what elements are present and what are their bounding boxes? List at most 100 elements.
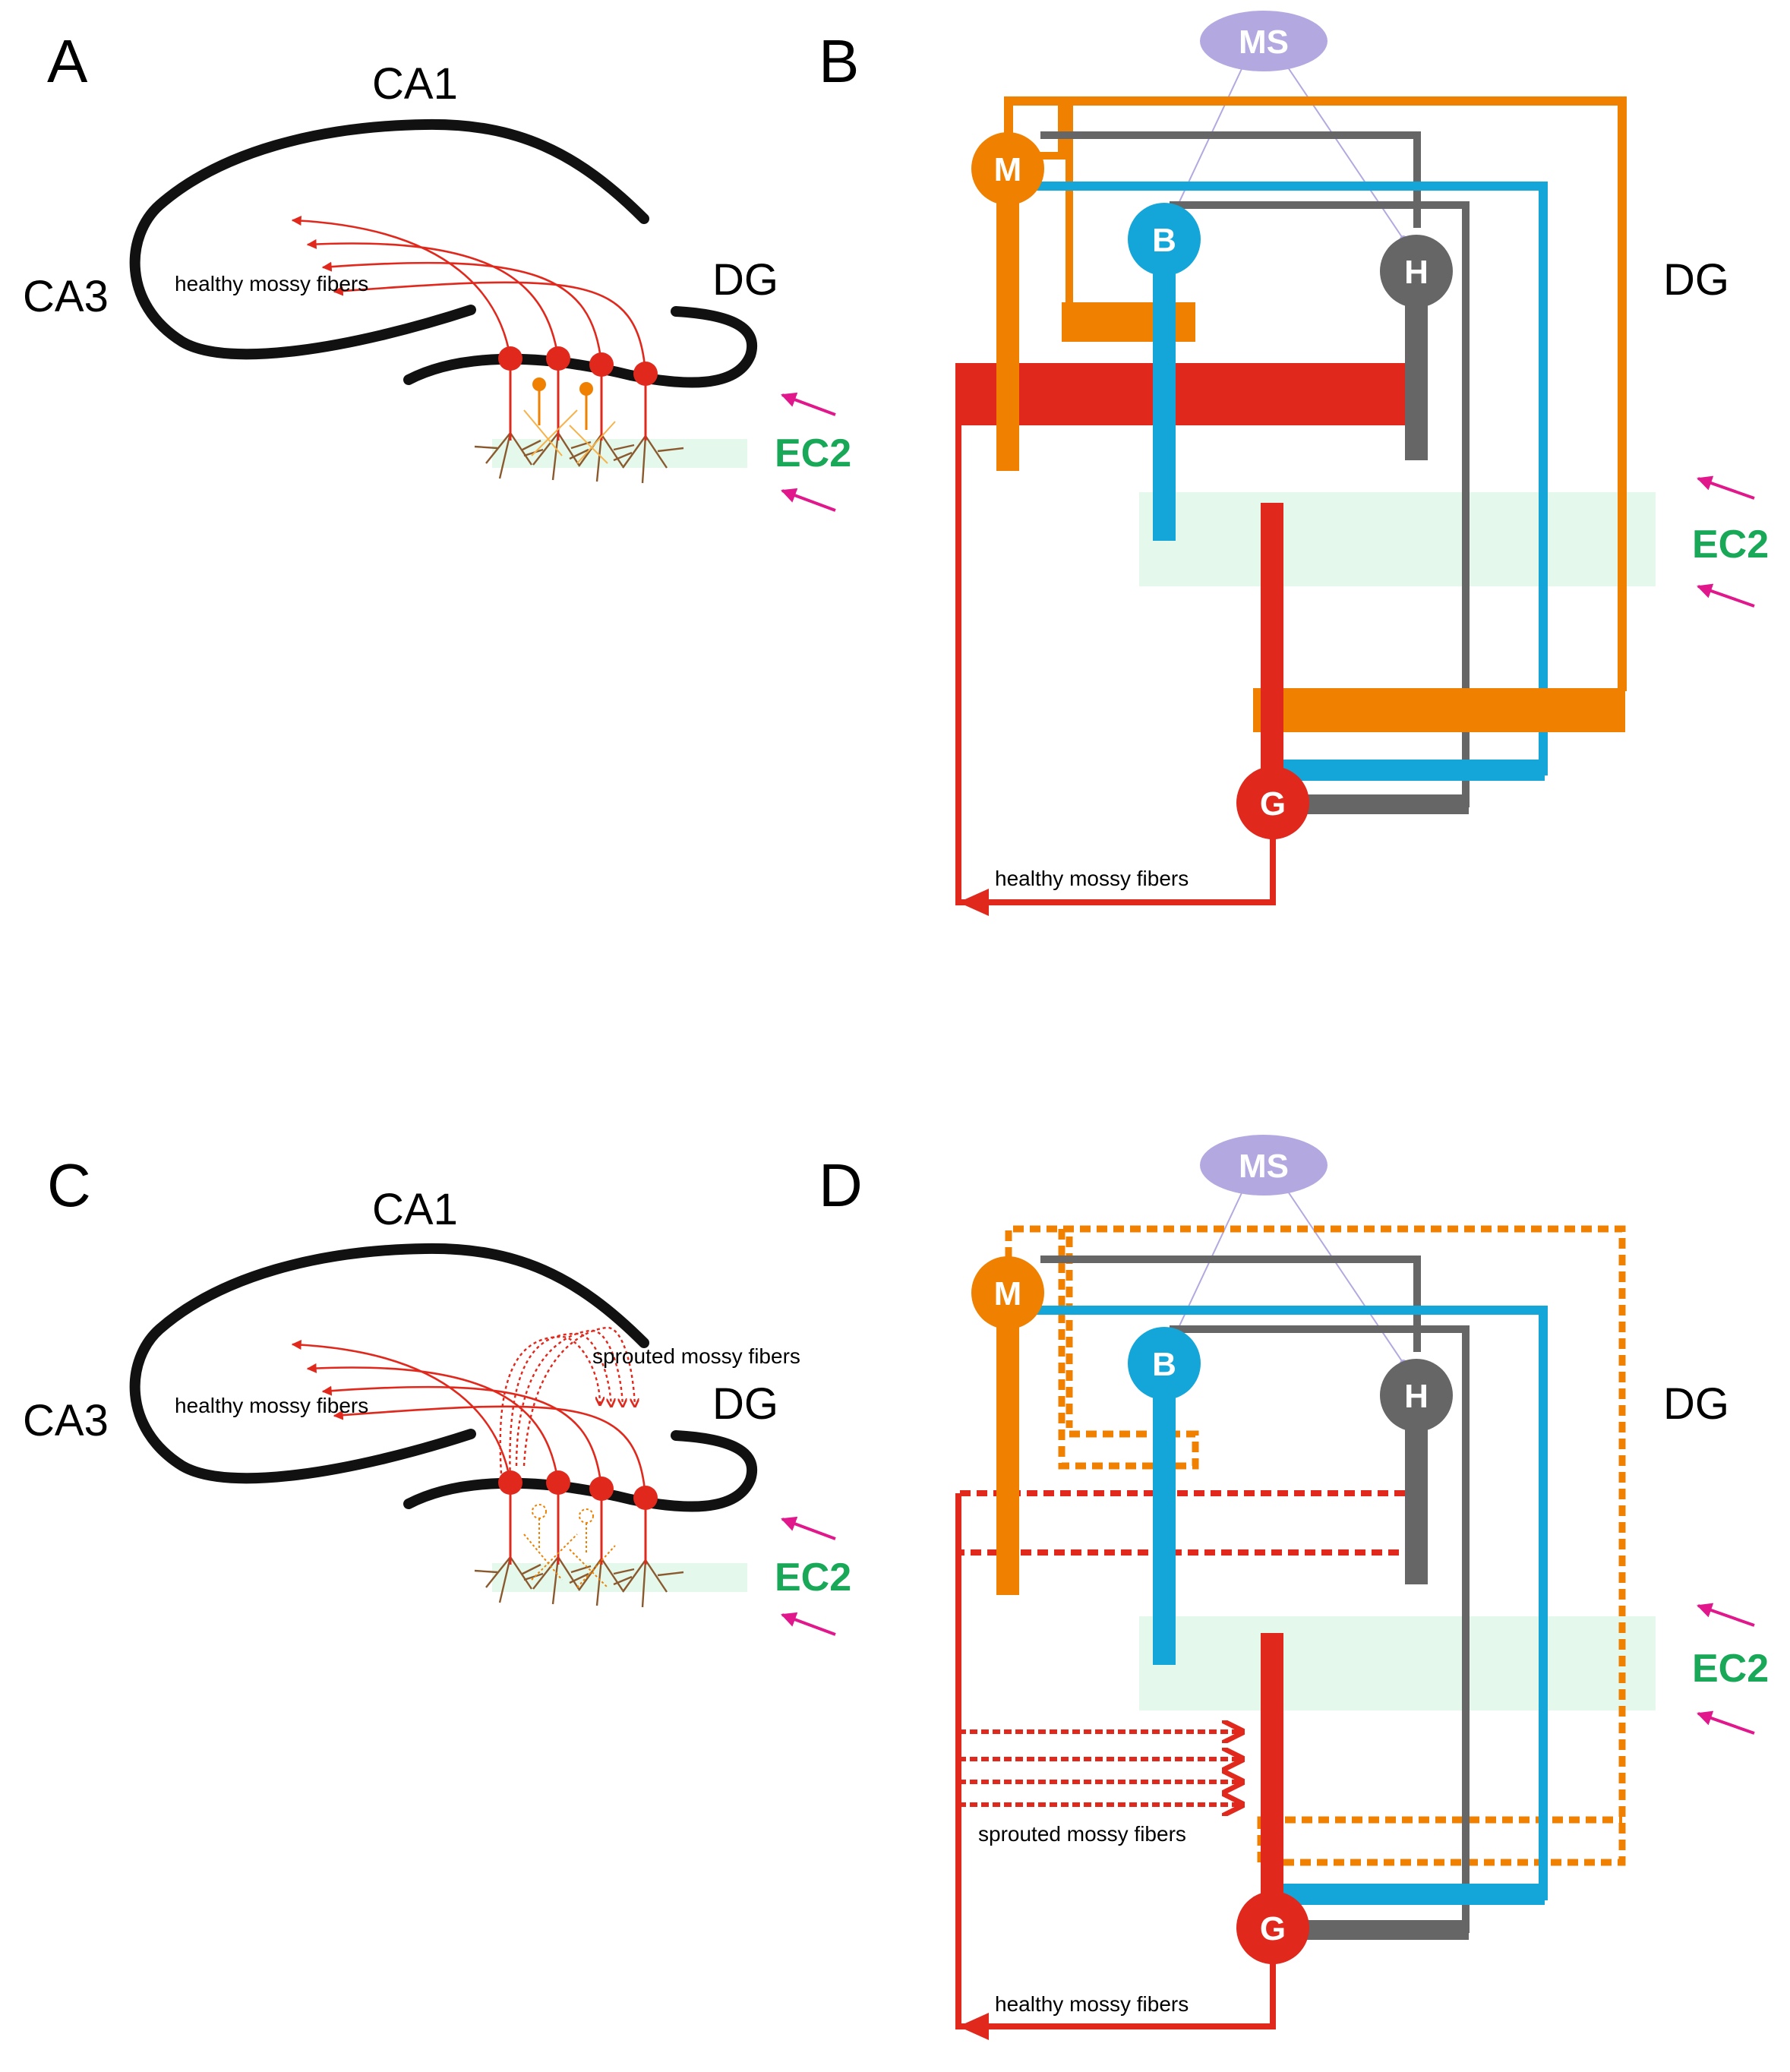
granule-cell — [589, 352, 614, 377]
panel-b-m-label: M — [994, 151, 1022, 188]
panel-d-ms-projections — [1176, 1184, 1404, 1364]
panel-a-fibers-label: healthy mossy fibers — [175, 272, 368, 295]
panel-b-mossy-bar-lower — [1253, 688, 1625, 732]
panel-a-dg-outline — [403, 306, 757, 388]
panel-d-granule-cell: G — [1236, 1891, 1309, 1964]
panel-c-ec2-label: EC2 — [775, 1556, 851, 1600]
panel-d-letter: D — [819, 1151, 863, 1219]
granule-cell — [589, 1477, 614, 1501]
panel-c-sprouted-mossy-fibers — [499, 1326, 635, 1483]
panel-b-mossy-cell: M — [971, 132, 1044, 205]
panel-a-healthy-mossy-fibers — [291, 216, 647, 374]
panel-c-ca1-label: CA1 — [372, 1185, 458, 1234]
panel-c-letter: C — [47, 1151, 91, 1219]
panel-d-g-label: G — [1260, 1910, 1286, 1947]
panel-d-lost-mossy-projections — [1005, 1225, 1626, 1866]
panel-c: C CA1 CA3 DG healthy mossy fibers sprout… — [23, 1151, 851, 1636]
panel-d-fibers-label: healthy mossy fibers — [995, 1992, 1189, 2016]
panel-b-h-label: H — [1404, 254, 1429, 291]
panel-a: A CA1 CA3 DG healthy mossy fibers EC2 — [23, 27, 851, 512]
granule-cell — [546, 1470, 570, 1495]
panel-b-granule-dendrite — [1261, 503, 1283, 807]
panel-b-mossy-outer-path — [1004, 96, 1627, 691]
panel-d-hilar-bar — [1306, 1920, 1469, 1940]
panel-a-granule-stems — [509, 358, 647, 441]
panel-b-fibers-label: healthy mossy fibers — [995, 867, 1189, 890]
panel-d-fiber-arrowhead — [958, 2013, 989, 2040]
panel-b-mossy-axon — [996, 182, 1019, 471]
panel-b-dg-label: DG — [1663, 255, 1729, 305]
panel-d-m-label: M — [994, 1275, 1022, 1312]
panel-b-ms-label: MS — [1239, 24, 1289, 61]
panel-d-input-arrow-bottom — [1697, 1710, 1755, 1735]
panel-b-hilar-bar — [1306, 794, 1469, 814]
panel-a-dg-label: DG — [712, 255, 778, 305]
panel-d-hilar-axon — [1405, 1413, 1428, 1584]
panel-b-ec2-band — [1139, 492, 1656, 586]
panel-d-hilar-cell: H — [1380, 1359, 1453, 1432]
panel-a-mossy-cells — [523, 377, 616, 464]
panel-b-b-label: B — [1152, 222, 1176, 259]
granule-cell — [546, 346, 570, 371]
panel-b-basket-bar — [1283, 760, 1545, 781]
panel-d-lost-granule-bar — [955, 1490, 1405, 1556]
panel-a-letter: A — [47, 27, 88, 95]
panel-b-hilar-axon — [1405, 289, 1428, 460]
panel-d-mossy-axon — [996, 1306, 1019, 1595]
panel-c-input-arrow-bottom — [781, 1612, 836, 1636]
panel-c-fibers-label: healthy mossy fibers — [175, 1394, 368, 1417]
panel-d-sprouted-mossy-fibers — [958, 1732, 1242, 1805]
panel-c-healthy-mossy-fibers — [291, 1340, 647, 1499]
panel-a-granule-cells — [498, 346, 658, 386]
panel-d-granule-dendrite — [1261, 1633, 1283, 1931]
panel-d: D DG EC2 MS — [819, 1135, 1769, 2040]
panel-d-sprouted-label: sprouted mossy fibers — [978, 1822, 1186, 1846]
panel-a-input-arrow-top — [781, 392, 836, 416]
panel-d-hilar-path — [1040, 1256, 1421, 1352]
panel-b-basket-axon — [1153, 251, 1176, 541]
panel-a-ec2-label: EC2 — [775, 431, 851, 475]
panel-d-h-label: H — [1404, 1378, 1429, 1415]
panel-c-ca3-label: CA3 — [23, 1396, 109, 1445]
panel-c-lost-mossy-cells — [523, 1504, 616, 1588]
panel-b-ms-node — [1200, 11, 1328, 71]
panel-d-basket-axon — [1153, 1375, 1176, 1665]
panel-d-ms-label: MS — [1239, 1148, 1289, 1185]
panel-b-input-arrow-top — [1697, 475, 1755, 500]
panel-b-basket-cell: B — [1128, 203, 1201, 276]
panel-d-basket-cell: B — [1128, 1327, 1201, 1400]
panel-a-hippocampus-outline — [129, 118, 649, 360]
panel-b-granule-bar — [955, 363, 1420, 425]
panel-b-g-label: G — [1260, 785, 1286, 823]
panel-d-basket-bar — [1283, 1884, 1545, 1905]
panel-b-ec2-label: EC2 — [1692, 523, 1769, 567]
panel-c-granule-cells — [498, 1470, 658, 1510]
panel-b-letter: B — [819, 27, 859, 95]
granule-cell — [633, 1486, 658, 1510]
panel-d-mossy-cell: M — [971, 1256, 1044, 1329]
granule-cell — [633, 362, 658, 386]
panel-b-input-arrow-bottom — [1697, 583, 1755, 608]
panel-b-hilar-path — [1040, 131, 1421, 228]
panel-c-hippocampus-outline — [129, 1243, 649, 1484]
panel-d-ec2-label: EC2 — [1692, 1647, 1769, 1691]
panel-d-healthy-mossy-fibers — [955, 1493, 1276, 2029]
panel-a-ca3-label: CA3 — [23, 272, 109, 321]
granule-cell — [498, 1470, 522, 1495]
panel-d-input-arrow-top — [1697, 1603, 1755, 1627]
panel-d-ms-node — [1200, 1135, 1328, 1196]
panel-a-input-arrow-bottom — [781, 488, 836, 512]
panel-b-granule-cell: G — [1236, 766, 1309, 839]
panel-a-ca1-label: CA1 — [372, 59, 458, 109]
panel-b-ms-projections — [1176, 60, 1404, 240]
panel-b-hilar-cell: H — [1380, 235, 1453, 308]
panel-b-healthy-mossy-fibers — [955, 363, 1276, 905]
panel-b: B DG EC2 MS healthy — [819, 11, 1769, 916]
panel-c-dg-label: DG — [712, 1379, 778, 1429]
panel-d-ec2-band — [1139, 1616, 1656, 1710]
granule-cell — [498, 346, 522, 371]
panel-b-fiber-arrowhead — [958, 889, 989, 916]
panel-d-b-label: B — [1152, 1346, 1176, 1383]
panel-b-mossy-inner-path — [1009, 104, 1073, 304]
